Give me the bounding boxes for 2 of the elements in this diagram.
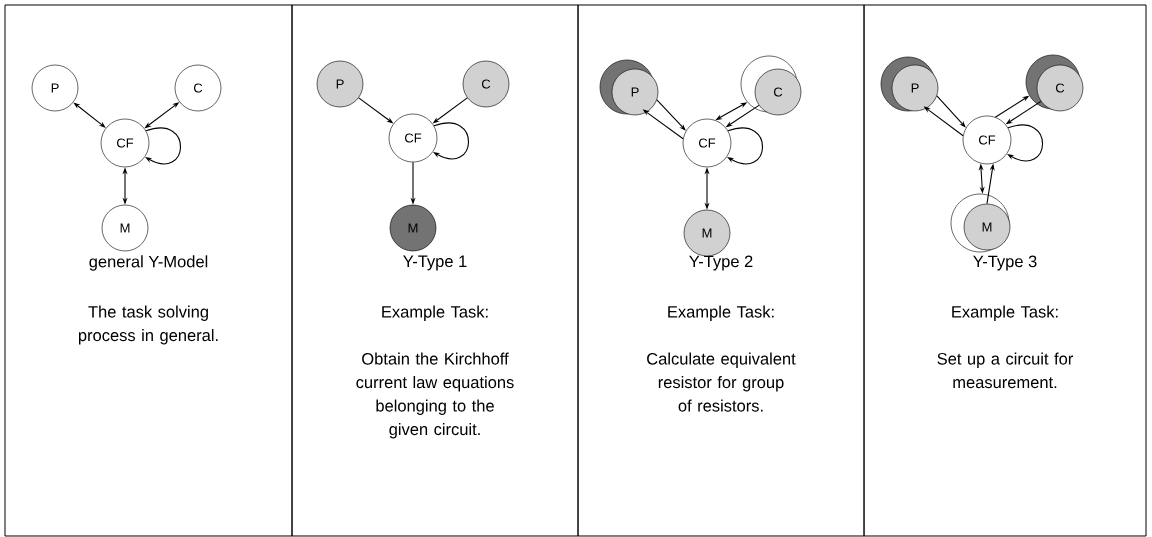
arrow [936, 95, 966, 128]
arrow [656, 99, 686, 131]
